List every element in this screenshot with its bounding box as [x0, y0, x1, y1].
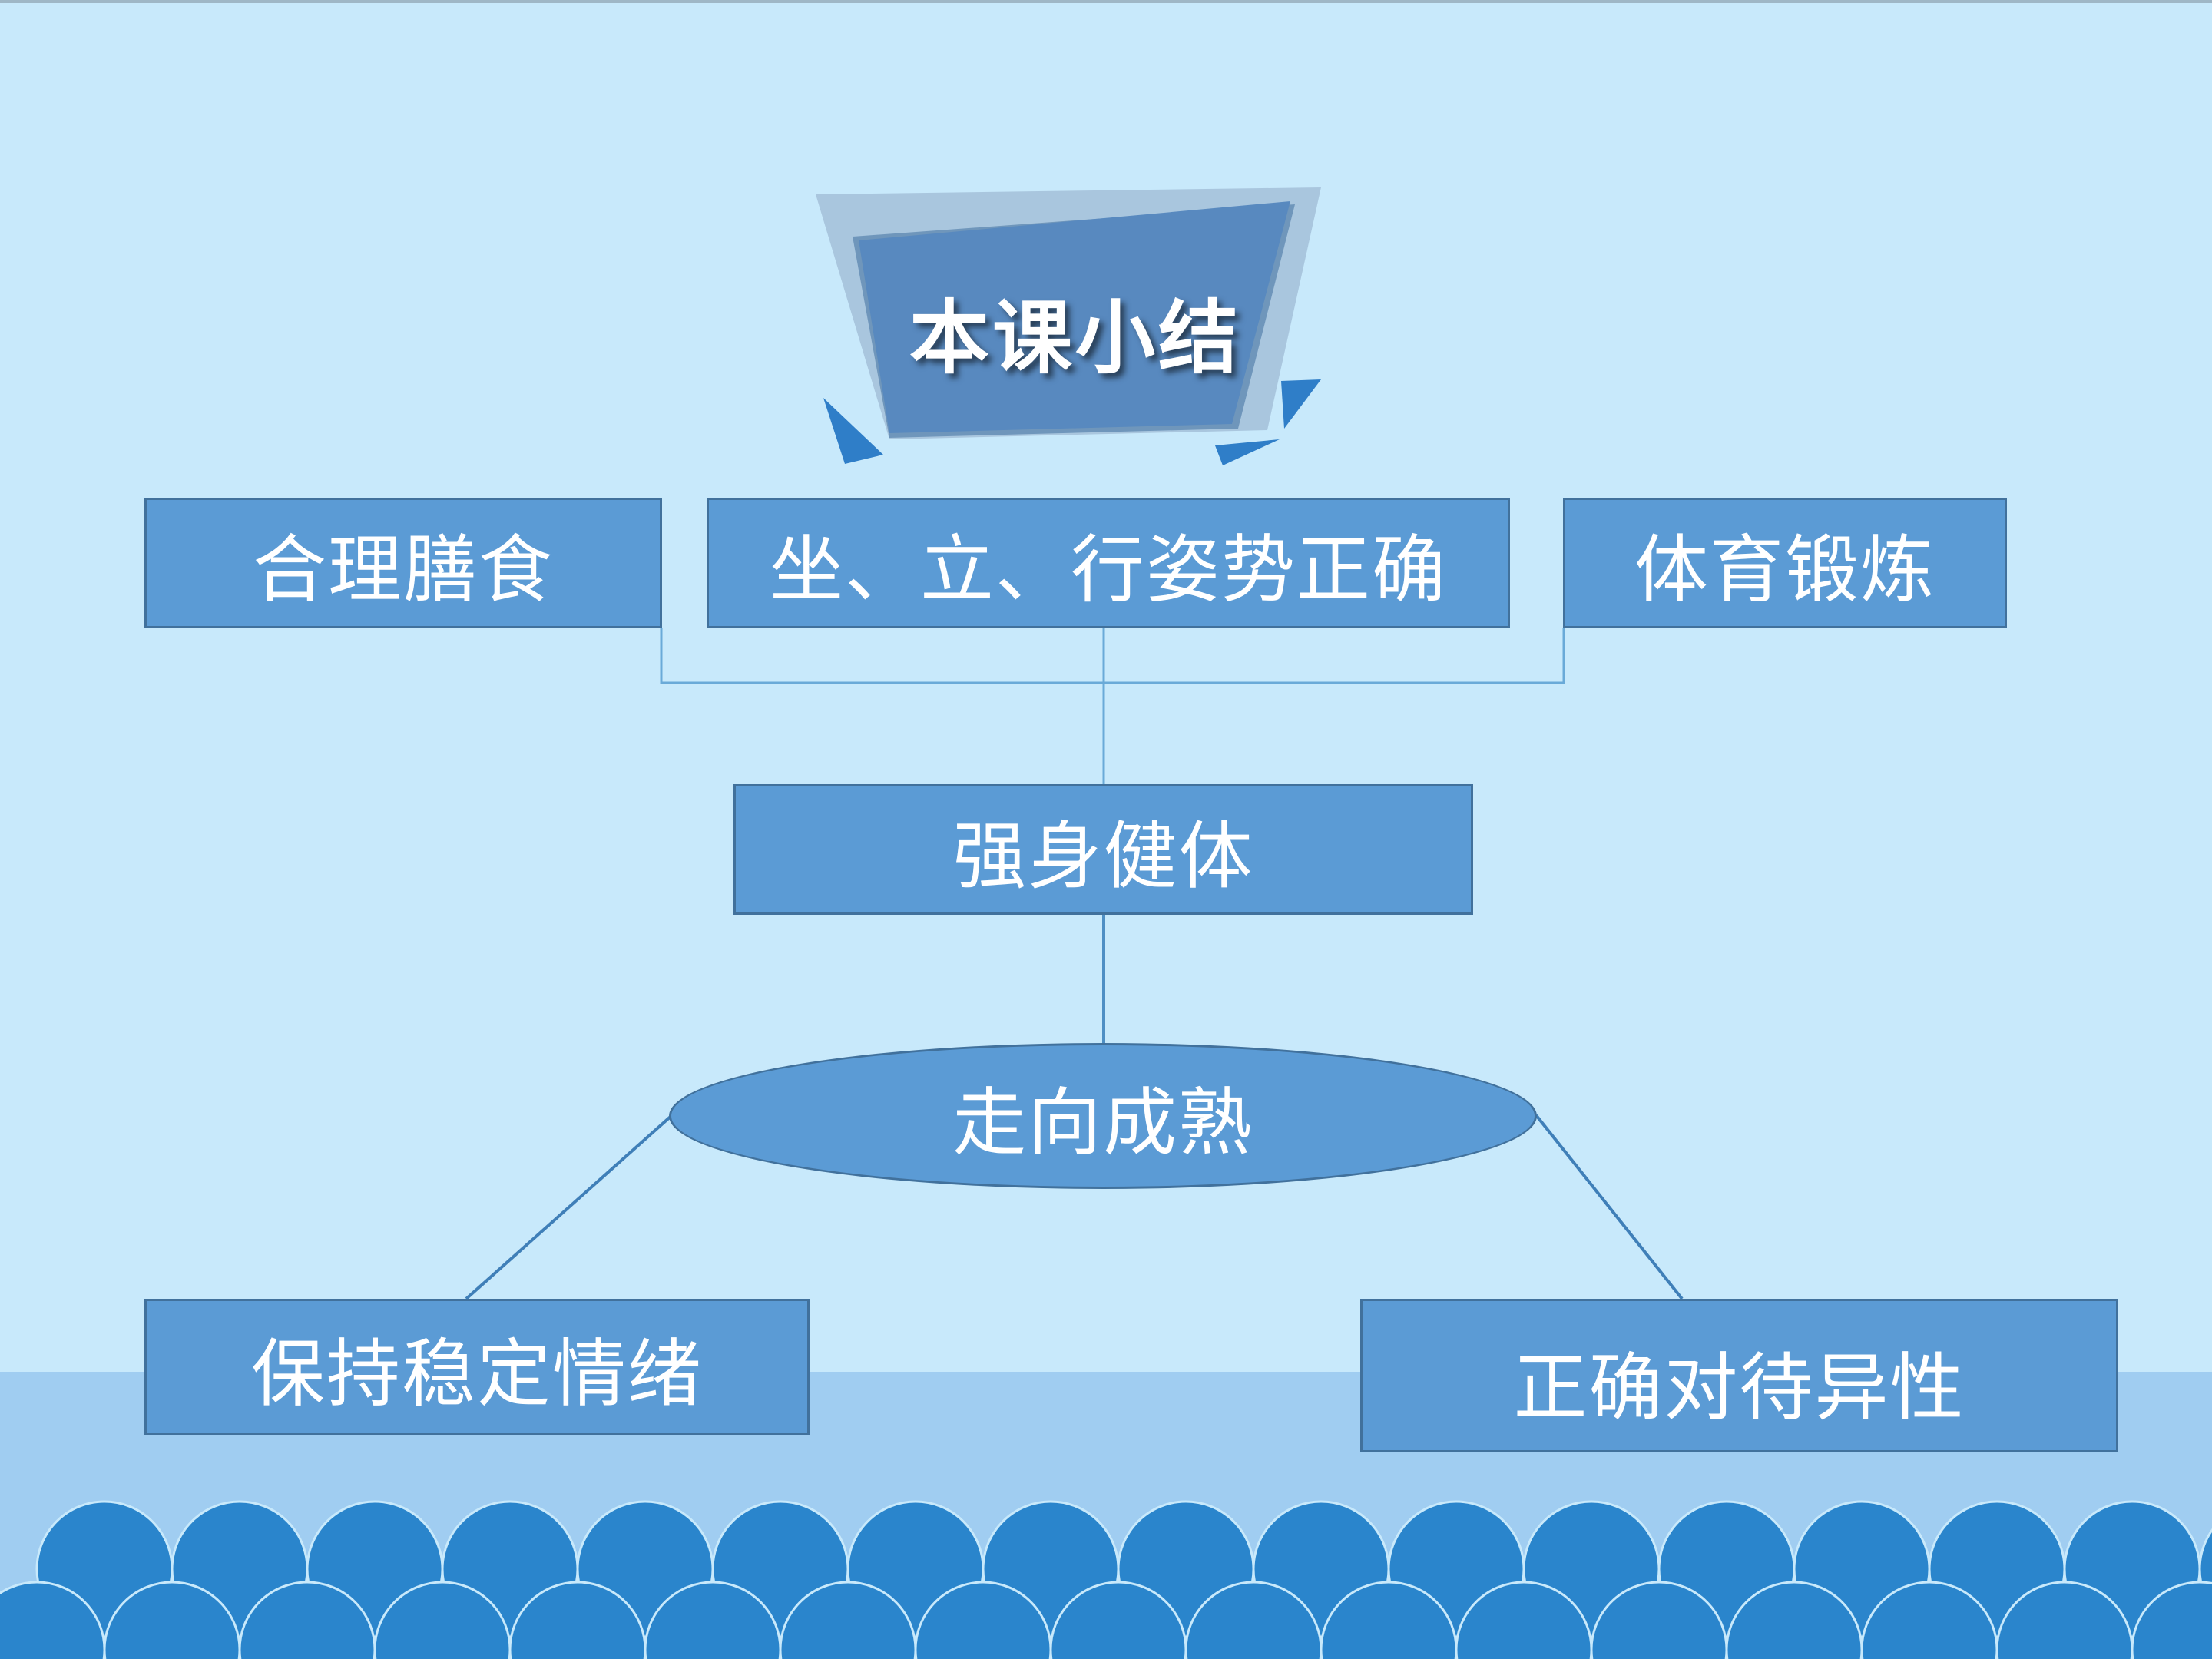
box-balanced-diet: 合理膳食: [144, 498, 662, 628]
wave-decoration: [0, 1500, 2212, 1659]
title-banner: [816, 187, 1321, 465]
wave-scallop: [2131, 1581, 2212, 1659]
connector-lines: [465, 628, 1684, 1300]
banner-corner-left: [823, 398, 883, 464]
connector-ellipse-left: [465, 1114, 674, 1300]
banner-corner-right: [1281, 379, 1321, 429]
connector-top-left: [660, 628, 1104, 684]
title: 本课小结: [909, 290, 1241, 385]
connector-top-right: [1104, 628, 1565, 684]
banner-corner-bottom: [1215, 439, 1280, 465]
box-treat-opposite-sex: 正确对待异性: [1360, 1299, 2118, 1452]
ellipse-towards-maturity: 走向成熟: [669, 1043, 1537, 1189]
box-strengthen-body: 强身健体: [733, 784, 1473, 915]
top-edge-line: [0, 0, 2212, 3]
box-physical-exercise: 体育锻炼: [1563, 498, 2007, 628]
connector-ellipse-right: [1535, 1114, 1684, 1300]
box-correct-posture: 坐、立、行姿势正确: [707, 498, 1510, 628]
box-stable-emotions: 保持稳定情绪: [144, 1299, 810, 1435]
banner-front: [859, 201, 1290, 433]
